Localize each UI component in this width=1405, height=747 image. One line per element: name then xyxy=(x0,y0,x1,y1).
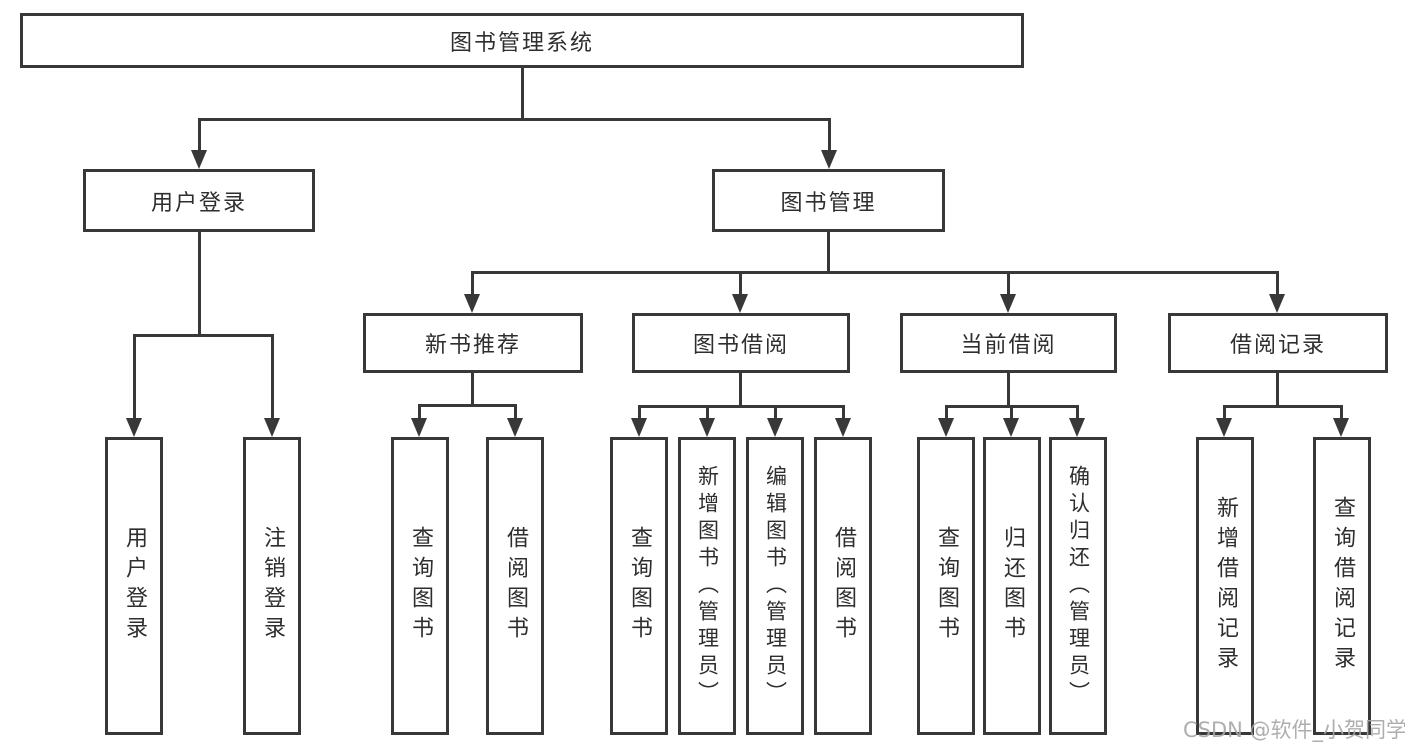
connector-line xyxy=(1010,405,1013,419)
leaf-add-borrow-record: 新增借阅记录 xyxy=(1196,437,1254,735)
arrow-down-icon xyxy=(411,418,427,437)
connector-line xyxy=(133,334,274,337)
connector-line xyxy=(1340,405,1343,419)
leaf-borrow-books: 借阅图书 xyxy=(814,437,872,735)
leaf-logout: 注销登录 xyxy=(243,437,301,735)
arrow-down-icon xyxy=(191,150,207,169)
arrow-down-icon xyxy=(821,150,837,169)
leaf-return-books-label: 归还图书 xyxy=(1000,526,1025,646)
leaf-return-books: 归还图书 xyxy=(983,437,1041,735)
arrow-down-icon xyxy=(464,294,480,313)
node-borrow-records: 借阅记录 xyxy=(1168,313,1388,373)
arrow-down-icon xyxy=(1003,418,1019,437)
connector-line xyxy=(945,405,948,419)
node-root: 图书管理系统 xyxy=(20,13,1024,68)
connector-line xyxy=(739,271,742,295)
connector-line xyxy=(1007,373,1010,407)
connector-line xyxy=(418,404,517,407)
arrow-down-icon xyxy=(835,418,851,437)
arrow-down-icon xyxy=(1069,418,1085,437)
connector-line xyxy=(514,404,517,419)
node-borrow-records-label: 借阅记录 xyxy=(1229,333,1326,358)
leaf-borrow-books-recommend-label: 借阅图书 xyxy=(503,526,528,646)
connector-line xyxy=(133,334,136,419)
leaf-user-login-label: 用户登录 xyxy=(122,526,147,646)
leaf-borrow-books-label: 借阅图书 xyxy=(831,526,856,646)
node-root-label: 图书管理系统 xyxy=(449,30,594,56)
connector-line xyxy=(198,118,831,121)
node-book-management-label: 图书管理 xyxy=(780,190,877,216)
connector-line xyxy=(1276,373,1279,407)
node-new-book-recommend-label: 新书推荐 xyxy=(424,333,521,358)
connector-line xyxy=(638,405,641,419)
leaf-logout-label: 注销登录 xyxy=(260,526,285,646)
connector-line xyxy=(198,118,201,151)
leaf-borrow-books-recommend: 借阅图书 xyxy=(486,437,544,735)
leaf-query-books-borrowing: 查询图书 xyxy=(610,437,668,735)
leaf-edit-books-admin-label: 编辑图书（管理员） xyxy=(763,464,788,708)
connector-line xyxy=(471,271,474,295)
node-book-borrowing-label: 图书借阅 xyxy=(692,333,789,358)
arrow-down-icon xyxy=(126,418,142,437)
connector-line xyxy=(706,405,709,419)
leaf-user-login: 用户登录 xyxy=(105,437,163,735)
connector-line xyxy=(1223,405,1226,419)
leaf-query-books-borrowing-label: 查询图书 xyxy=(627,526,652,646)
leaf-add-books-admin-label: 新增图书（管理员） xyxy=(695,464,720,708)
node-book-management: 图书管理 xyxy=(712,169,945,232)
arrow-down-icon xyxy=(507,418,523,437)
leaf-query-borrow-record: 查询借阅记录 xyxy=(1313,437,1371,735)
connector-line xyxy=(1276,271,1279,295)
connector-line xyxy=(739,373,742,407)
connector-line xyxy=(1223,405,1343,408)
leaf-edit-books-admin: 编辑图书（管理员） xyxy=(746,437,804,735)
leaf-query-books-current: 查询图书 xyxy=(917,437,975,735)
node-current-borrowing-label: 当前借阅 xyxy=(960,333,1057,358)
arrow-down-icon xyxy=(699,418,715,437)
node-book-borrowing: 图书借阅 xyxy=(632,313,850,373)
connector-line xyxy=(471,373,474,406)
arrow-down-icon xyxy=(938,418,954,437)
arrow-down-icon xyxy=(1216,418,1232,437)
node-current-borrowing: 当前借阅 xyxy=(900,313,1117,373)
arrow-down-icon xyxy=(1333,418,1349,437)
arrow-down-icon xyxy=(1000,294,1016,313)
node-user-login: 用户登录 xyxy=(83,169,315,232)
connector-line xyxy=(842,405,845,419)
connector-line xyxy=(1007,271,1010,295)
arrow-down-icon xyxy=(767,418,783,437)
arrow-down-icon xyxy=(732,294,748,313)
leaf-confirm-return-admin: 确认归还（管理员） xyxy=(1049,437,1107,735)
connector-line xyxy=(471,271,1279,274)
watermark: CSDN @软件_小贺同学 xyxy=(1183,718,1405,742)
leaf-query-books-recommend-label: 查询图书 xyxy=(408,526,433,646)
connector-line xyxy=(828,118,831,151)
connector-line xyxy=(198,232,201,336)
connector-line xyxy=(271,334,274,419)
leaf-add-borrow-record-label: 新增借阅记录 xyxy=(1213,496,1238,676)
leaf-query-books-recommend: 查询图书 xyxy=(391,437,449,735)
arrow-down-icon xyxy=(1269,294,1285,313)
node-new-book-recommend: 新书推荐 xyxy=(363,313,583,373)
connector-line xyxy=(827,232,830,273)
arrow-down-icon xyxy=(264,418,280,437)
leaf-query-books-current-label: 查询图书 xyxy=(934,526,959,646)
connector-line xyxy=(521,68,524,120)
connector-line xyxy=(1076,405,1079,419)
connector-line xyxy=(418,404,421,419)
leaf-query-borrow-record-label: 查询借阅记录 xyxy=(1330,496,1355,676)
connector-line xyxy=(638,405,845,408)
node-user-login-label: 用户登录 xyxy=(150,190,247,216)
connector-line xyxy=(774,405,777,419)
leaf-confirm-return-admin-label: 确认归还（管理员） xyxy=(1066,464,1091,708)
leaf-add-books-admin: 新增图书（管理员） xyxy=(678,437,736,735)
arrow-down-icon xyxy=(631,418,647,437)
